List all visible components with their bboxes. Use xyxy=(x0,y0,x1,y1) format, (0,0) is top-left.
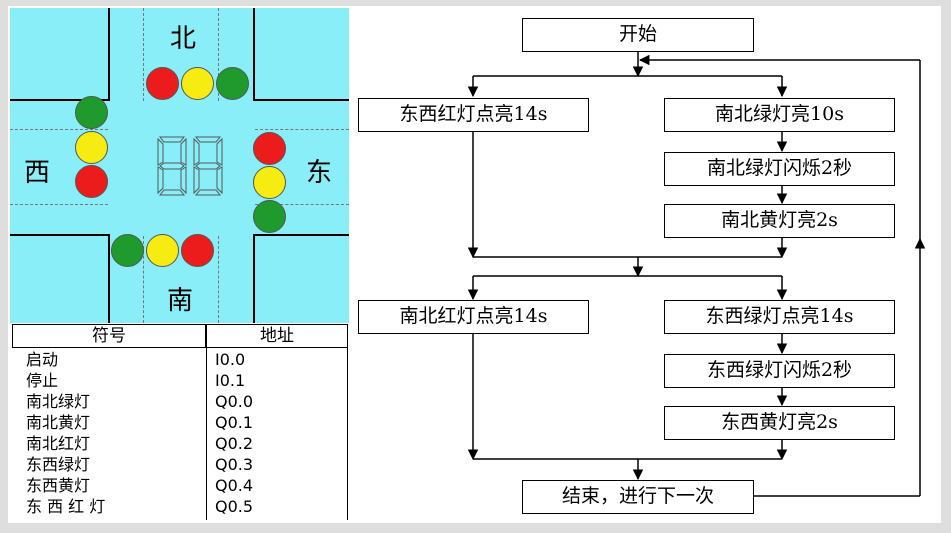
road-edge-sw-vertical xyxy=(108,234,110,323)
lane-line xyxy=(218,8,219,101)
ew-green-on-step: 东西绿灯点亮14s xyxy=(664,300,895,334)
symbol-cell: 东西绿灯 xyxy=(26,455,91,474)
start-node: 开始 xyxy=(522,18,754,52)
address-cell: I0.0 xyxy=(215,350,246,369)
north-label: 北 xyxy=(170,24,197,54)
address-cell: Q0.2 xyxy=(215,434,254,453)
flowchart-connectors xyxy=(467,52,926,497)
lane-line xyxy=(10,129,108,130)
ew-yellow-on-step: 东西黄灯亮2s xyxy=(664,406,895,440)
address-cell: Q0.1 xyxy=(215,413,254,432)
lane-line xyxy=(143,236,144,323)
symbol-cell: 南北绿灯 xyxy=(26,392,91,411)
ew-green-blink-step: 东西绿灯闪烁2秒 xyxy=(664,354,895,388)
west-label: 西 xyxy=(24,158,51,188)
north-red-light xyxy=(146,67,179,100)
ns-red-on-step: 南北红灯点亮14s xyxy=(358,300,589,334)
ns-green-on-step: 南北绿灯亮10s xyxy=(664,98,895,132)
south-green-light xyxy=(111,234,144,267)
east-yellow-light xyxy=(253,166,286,199)
symbol-cell: 东西黄灯 xyxy=(26,476,91,495)
address-cell: I0.1 xyxy=(215,371,246,390)
symbol-cell: 东 西 红 灯 xyxy=(26,497,106,516)
lane-line xyxy=(143,8,144,101)
table-row: 东西黄灯 Q0.4 xyxy=(10,475,349,496)
lane-line xyxy=(218,236,219,323)
address-cell: Q0.5 xyxy=(215,497,254,516)
header-symbol: 符号 xyxy=(12,324,206,348)
north-green-light xyxy=(216,67,249,100)
intersection-diagram: 北 南 西 东 xyxy=(10,8,349,323)
road-edge-se-horizontal xyxy=(253,234,349,236)
north-yellow-light xyxy=(181,67,214,100)
road-edge-nw-horizontal xyxy=(10,99,110,101)
end-node: 结束，进行下一次 xyxy=(522,480,754,514)
road-edge-sw-horizontal xyxy=(10,234,110,236)
ew-red-on-step: 东西红灯点亮14s xyxy=(358,98,589,132)
east-red-light xyxy=(253,132,286,165)
south-red-light xyxy=(181,234,214,267)
symbol-cell: 南北红灯 xyxy=(26,434,91,453)
west-yellow-light xyxy=(75,131,108,164)
road-edge-ne-horizontal xyxy=(253,99,349,101)
south-label: 南 xyxy=(167,286,194,316)
ns-yellow-on-step: 南北黄灯亮2s xyxy=(664,204,895,238)
road-edge-nw-vertical xyxy=(108,8,110,101)
ns-green-blink-step: 南北绿灯闪烁2秒 xyxy=(664,152,895,186)
symbol-cell: 南北黄灯 xyxy=(26,413,91,432)
east-label: 东 xyxy=(306,158,333,188)
table-row: 停止 I0.1 xyxy=(10,370,349,391)
table-row: 南北红灯 Q0.2 xyxy=(10,433,349,454)
symbol-cell: 启动 xyxy=(26,350,59,369)
flowchart: 开始 东西红灯点亮14s 南北绿灯亮10s 南北绿灯闪烁2秒 南北黄灯亮2s 南… xyxy=(350,6,941,523)
west-red-light xyxy=(75,165,108,198)
road-edge-ne-vertical xyxy=(253,8,255,101)
lane-line xyxy=(255,204,349,205)
address-cell: Q0.0 xyxy=(215,392,254,411)
address-cell: Q0.3 xyxy=(215,455,254,474)
table-row: 东 西 红 灯 Q0.5 xyxy=(10,496,349,517)
io-address-table: 符号 地址 启动 I0.0 停止 I0.1 南北绿灯 Q0.0 南北黄灯 Q0.… xyxy=(10,324,349,520)
west-green-light xyxy=(75,96,108,129)
countdown-display xyxy=(157,136,223,196)
table-row: 南北绿灯 Q0.0 xyxy=(10,391,349,412)
symbol-cell: 停止 xyxy=(26,371,59,390)
table-row: 启动 I0.0 xyxy=(10,349,349,370)
lane-line xyxy=(10,204,108,205)
address-cell: Q0.4 xyxy=(215,476,254,495)
south-yellow-light xyxy=(146,234,179,267)
road-edge-se-vertical xyxy=(253,234,255,323)
header-address: 地址 xyxy=(206,324,348,348)
table-row: 东西绿灯 Q0.3 xyxy=(10,454,349,475)
lane-line xyxy=(255,129,349,130)
table-row: 南北黄灯 Q0.1 xyxy=(10,412,349,433)
east-green-light xyxy=(253,200,286,233)
